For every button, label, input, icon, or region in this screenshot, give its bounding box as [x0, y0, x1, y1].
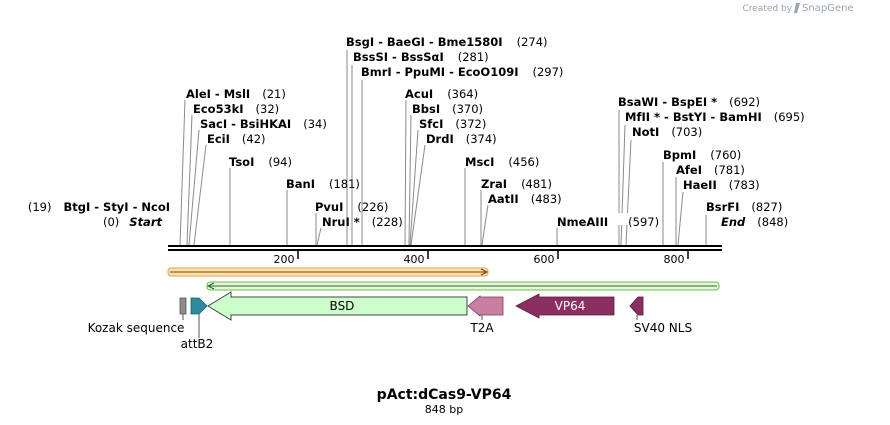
enzyme-row: BbsI(370): [412, 102, 483, 116]
enzyme-row: MfII * - BstYI - BamHI(695): [625, 110, 805, 124]
feature-bsd[interactable]: BSD: [207, 291, 468, 321]
ruler-tick: 400: [404, 251, 429, 266]
feature-kozak[interactable]: [179, 297, 187, 315]
enzyme-row: AleI - MslI(21): [186, 87, 286, 101]
feature-label: BSD: [330, 299, 355, 313]
enzyme-row: Eco53kI(32): [193, 102, 279, 116]
created-by-label: Created by: [742, 4, 792, 14]
enzyme-row: NruI *(228): [322, 215, 403, 229]
feature-label-sv40-nls: SV40 NLS: [634, 321, 692, 335]
enzyme-row: NotI(703): [632, 125, 702, 139]
feature-label-kozak: Kozak sequence: [88, 321, 185, 335]
enzyme-row: BsaWI - BspEI *(692): [618, 95, 760, 109]
map-title: pAct:dCas9-VP64: [377, 387, 512, 403]
enzyme-row: SfcI(372): [419, 117, 486, 131]
ruler-tick-label: 800: [664, 253, 685, 266]
enzyme-row: BpmI(760): [663, 148, 741, 162]
map-length: 848 bp: [425, 403, 463, 416]
feature-label-attb2: attB2: [181, 337, 214, 351]
leader-aatii: [481, 204, 489, 246]
leader-alei: [179, 99, 186, 246]
feature-t2a[interactable]: [467, 295, 504, 317]
leader-nrui: [316, 227, 322, 246]
enzyme-row: BanI(181): [286, 177, 360, 191]
enzyme-row: HaeII(783): [683, 178, 760, 192]
ruler-tick-label: 200: [274, 253, 295, 266]
enzyme-leader-lines: [179, 50, 707, 246]
enzyme-row: NmeAIII(597): [557, 215, 659, 229]
app-name: SnapGene: [802, 3, 854, 14]
orf-reverse[interactable]: [206, 281, 720, 291]
enzyme-row: PvuI(226): [315, 200, 388, 214]
enzyme-row: EciI(42): [207, 132, 266, 146]
leader-bbsi: [408, 114, 412, 246]
feature-sv40-nls[interactable]: [629, 296, 644, 316]
enzyme-row: BmrI - PpuMI - EcoO109I(297): [361, 65, 563, 79]
enzyme-row: BssSI - BssSαI(281): [353, 50, 489, 64]
enzyme-row: AcuI(364): [405, 87, 478, 101]
ruler-tick-label: 400: [404, 253, 425, 266]
enzyme-row: BsgI - BaeGI - Bme1580I(274): [346, 35, 548, 49]
start-marker: (0)Start: [103, 215, 163, 229]
leader-drdi: [410, 144, 426, 246]
leader-sfci: [409, 129, 419, 246]
enzyme-row: AatII(483): [488, 192, 562, 206]
ruler: 200 400 600 800: [274, 251, 689, 266]
orf-forward[interactable]: [167, 267, 489, 277]
ruler-tick: 600: [534, 251, 559, 266]
feature-label: VP64: [555, 299, 586, 313]
end-marker: End(848): [721, 215, 788, 229]
leader-saci: [188, 129, 200, 246]
branding: Created by SnapGene: [742, 3, 854, 14]
enzyme-row: DrdI(374): [426, 132, 497, 146]
enzyme-row: SacI - BsiHKAI(34): [200, 117, 327, 131]
ruler-tick-label: 600: [534, 253, 555, 266]
enzyme-row: TsoI(94): [229, 155, 292, 169]
snapgene-logo-icon: [794, 3, 800, 13]
leader-noti: [625, 139, 632, 246]
enzyme-row: ZraI(481): [481, 177, 552, 191]
enzyme-labels: BsgI - BaeGI - Bme1580I(274) BssSI - Bss…: [28, 35, 805, 229]
feature-vp64[interactable]: VP64: [515, 293, 615, 319]
enzyme-row: MscI(456): [465, 155, 539, 169]
feature-callouts: [182, 314, 638, 338]
leader-haeii: [677, 191, 684, 246]
enzyme-row: (19)BtgI - StyI - NcoI: [28, 200, 170, 214]
feature-label-t2a: T2A: [469, 321, 494, 335]
enzyme-row: AfeI(781): [676, 163, 745, 177]
sequence-backbone: [168, 245, 722, 251]
leader-eco53ki: [186, 114, 193, 246]
leader-acui: [404, 99, 407, 246]
ruler-tick: 200: [274, 251, 299, 266]
feature-attb2[interactable]: [190, 297, 208, 315]
enzyme-row: BsrFI(827): [706, 200, 782, 214]
leader-ecii: [193, 144, 207, 246]
leader-mfii: [620, 124, 626, 246]
ruler-tick: 800: [664, 251, 689, 266]
